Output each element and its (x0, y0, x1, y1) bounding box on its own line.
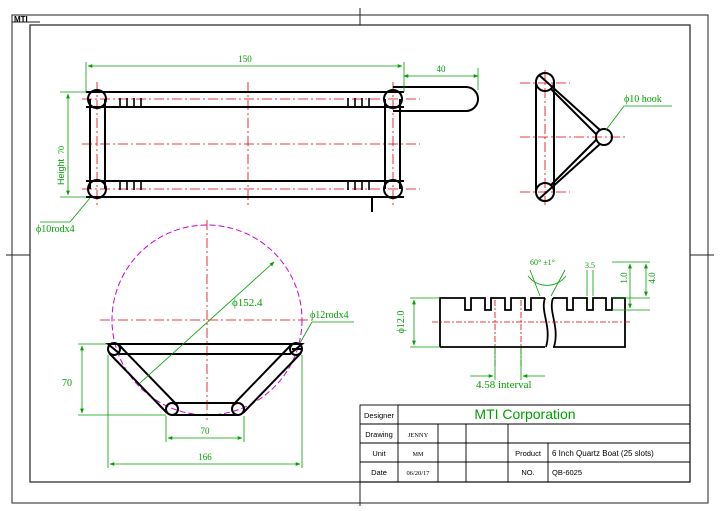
drawing-label: Drawing (365, 430, 393, 439)
rod12-callout: ϕ12rodx4 (310, 310, 349, 321)
dim-front-height: 70 (62, 378, 72, 389)
no-label: NO. (521, 468, 534, 477)
corner-label: MTI (14, 15, 28, 24)
no-value: QB-6025 (552, 468, 582, 477)
dim-front-total-width: 166 (198, 452, 212, 462)
product-label: Product (515, 449, 542, 458)
title-block: MTI Corporation Designer Drawing JENNY U… (359, 404, 691, 483)
dim-front-bottom-width: 70 (201, 426, 211, 436)
unit-label: Unit (372, 449, 386, 458)
top-view: 150 40 70 Height ϕ10rodx4 (36, 54, 479, 235)
drawing-value: JENNY (408, 432, 429, 439)
circle-diameter: ϕ152.4 (232, 297, 263, 309)
date-value: 06/20/17 (406, 470, 430, 477)
hook-callout: ϕ10 hook (624, 94, 662, 105)
date-label: Date (371, 468, 387, 477)
slot-depth-1: 1.0 (619, 272, 629, 284)
slot-detail-view: 60° ±1° 3.5 1.0 4.0 ϕ12.0 4.58 interval (396, 258, 657, 391)
dim-top-length: 150 (238, 54, 252, 64)
side-view: ϕ10 hook (520, 70, 672, 205)
slot-angle: 60° ±1° (530, 258, 555, 267)
rod-callout: ϕ10rodx4 (36, 224, 75, 235)
product-value: 6 Inch Quartz Boat (25 slots) (552, 449, 654, 458)
dim-top-height-value: 70 (57, 146, 66, 154)
dim-hook-length: 40 (437, 64, 447, 74)
slot-width: 3.5 (585, 261, 595, 270)
slot-interval: 4.58 interval (476, 379, 532, 391)
slot-depth-2: 4.0 (647, 272, 657, 284)
company-name: MTI Corporation (474, 406, 575, 422)
unit-value: MM (413, 452, 424, 458)
rod-diameter: ϕ12.0 (396, 311, 407, 334)
dim-top-height-label: Height (56, 158, 66, 185)
designer-label: Designer (364, 411, 395, 420)
front-view: ϕ152.4 ϕ12rodx4 70 70 166 (62, 220, 354, 468)
